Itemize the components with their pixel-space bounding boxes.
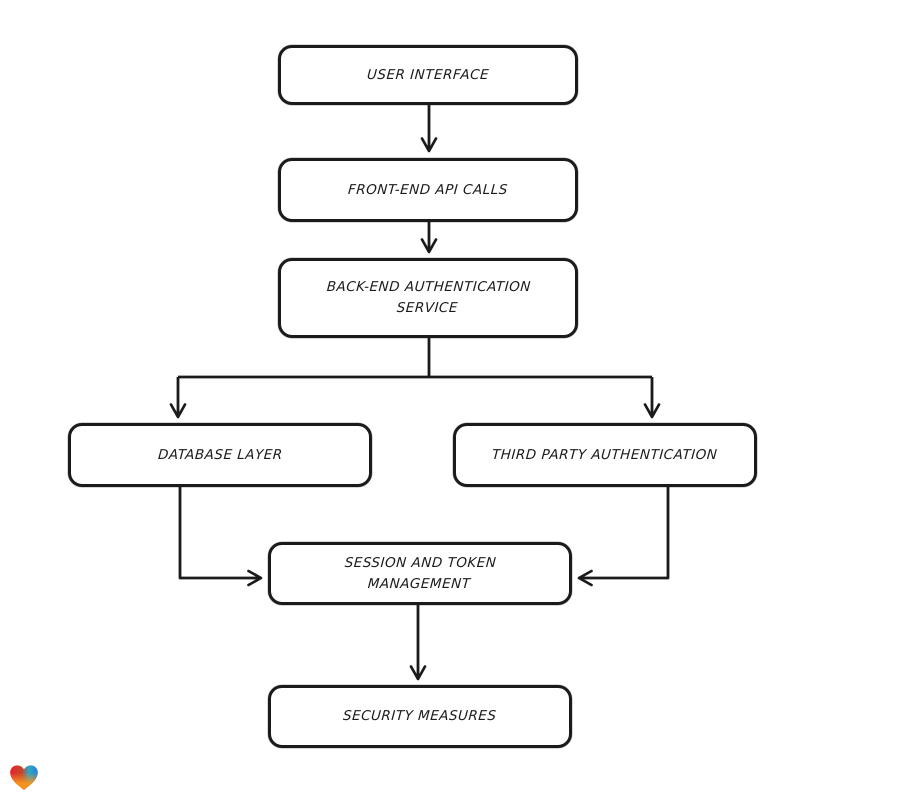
node-back-end-authentication-service[interactable]: BACK-END AUTHENTICATION SERVICE	[278, 258, 578, 338]
node-label: SESSION AND TOKEN MANAGEMENT	[344, 554, 498, 592]
node-security-measures[interactable]: SECURITY MEASURES	[268, 685, 572, 748]
node-user-interface[interactable]: USER INTERFACE	[278, 45, 578, 105]
edge-thirdparty-to-session	[577, 487, 670, 587]
node-label: USER INTERFACE	[366, 66, 490, 83]
node-label: THIRD PARTY AUTHENTICATION	[491, 446, 719, 463]
node-session-and-token-management[interactable]: SESSION AND TOKEN MANAGEMENT	[268, 542, 572, 605]
gradient-heart-icon[interactable]	[8, 760, 40, 794]
node-label: FRONT-END API CALLS	[347, 181, 509, 198]
node-third-party-authentication[interactable]: THIRD PARTY AUTHENTICATION	[453, 423, 757, 487]
node-label: DATABASE LAYER	[157, 446, 283, 463]
node-label: SECURITY MEASURES	[342, 708, 498, 725]
node-front-end-api-calls[interactable]: FRONT-END API CALLS	[278, 158, 578, 222]
node-label: BACK-END AUTHENTICATION SERVICE	[326, 279, 532, 316]
edge-database-to-session	[178, 487, 263, 587]
node-database-layer[interactable]: DATABASE LAYER	[68, 423, 372, 487]
